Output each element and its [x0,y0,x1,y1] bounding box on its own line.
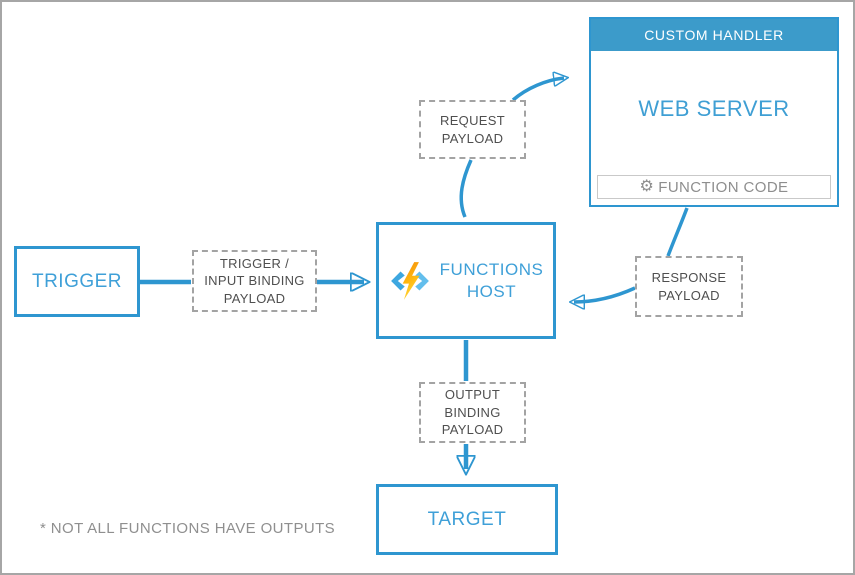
functions-host-label: FUNCTIONS HOST [439,260,544,301]
web-server-label: WEB SERVER [638,96,790,121]
target-box: TARGET [376,484,558,555]
output-binding-payload-box: OUTPUT BINDING PAYLOAD [419,382,526,443]
output-binding-payload-label: OUTPUT BINDING PAYLOAD [441,387,504,438]
target-label: TARGET [427,508,507,530]
footnote-text: * NOT ALL FUNCTIONS HAVE OUTPUTS [40,520,336,537]
trigger-input-binding-payload-label: TRIGGER / INPUT BINDING PAYLOAD [204,255,305,306]
request-payload-box: REQUEST PAYLOAD [419,100,526,159]
request-payload-label: REQUEST PAYLOAD [440,112,505,146]
trigger-box: TRIGGER [14,246,140,317]
custom-handler-box: CUSTOM HANDLER WEB SERVER ⚙ FUNCTION COD… [589,17,839,207]
trigger-input-binding-payload-box: TRIGGER / INPUT BINDING PAYLOAD [192,250,317,312]
gear-icon: ⚙ [639,178,655,195]
function-code-label: FUNCTION CODE [658,178,789,196]
response-payload-label: RESPONSE PAYLOAD [651,269,727,303]
custom-handler-title: CUSTOM HANDLER [644,27,784,43]
azure-functions-icon [390,261,429,300]
custom-handler-header: CUSTOM HANDLER [591,19,837,51]
functions-host-box: FUNCTIONS HOST [376,222,556,339]
trigger-label: TRIGGER [31,270,123,292]
response-payload-box: RESPONSE PAYLOAD [635,256,743,317]
function-code-box: ⚙ FUNCTION CODE [597,175,831,199]
web-server-area: WEB SERVER [591,51,837,167]
